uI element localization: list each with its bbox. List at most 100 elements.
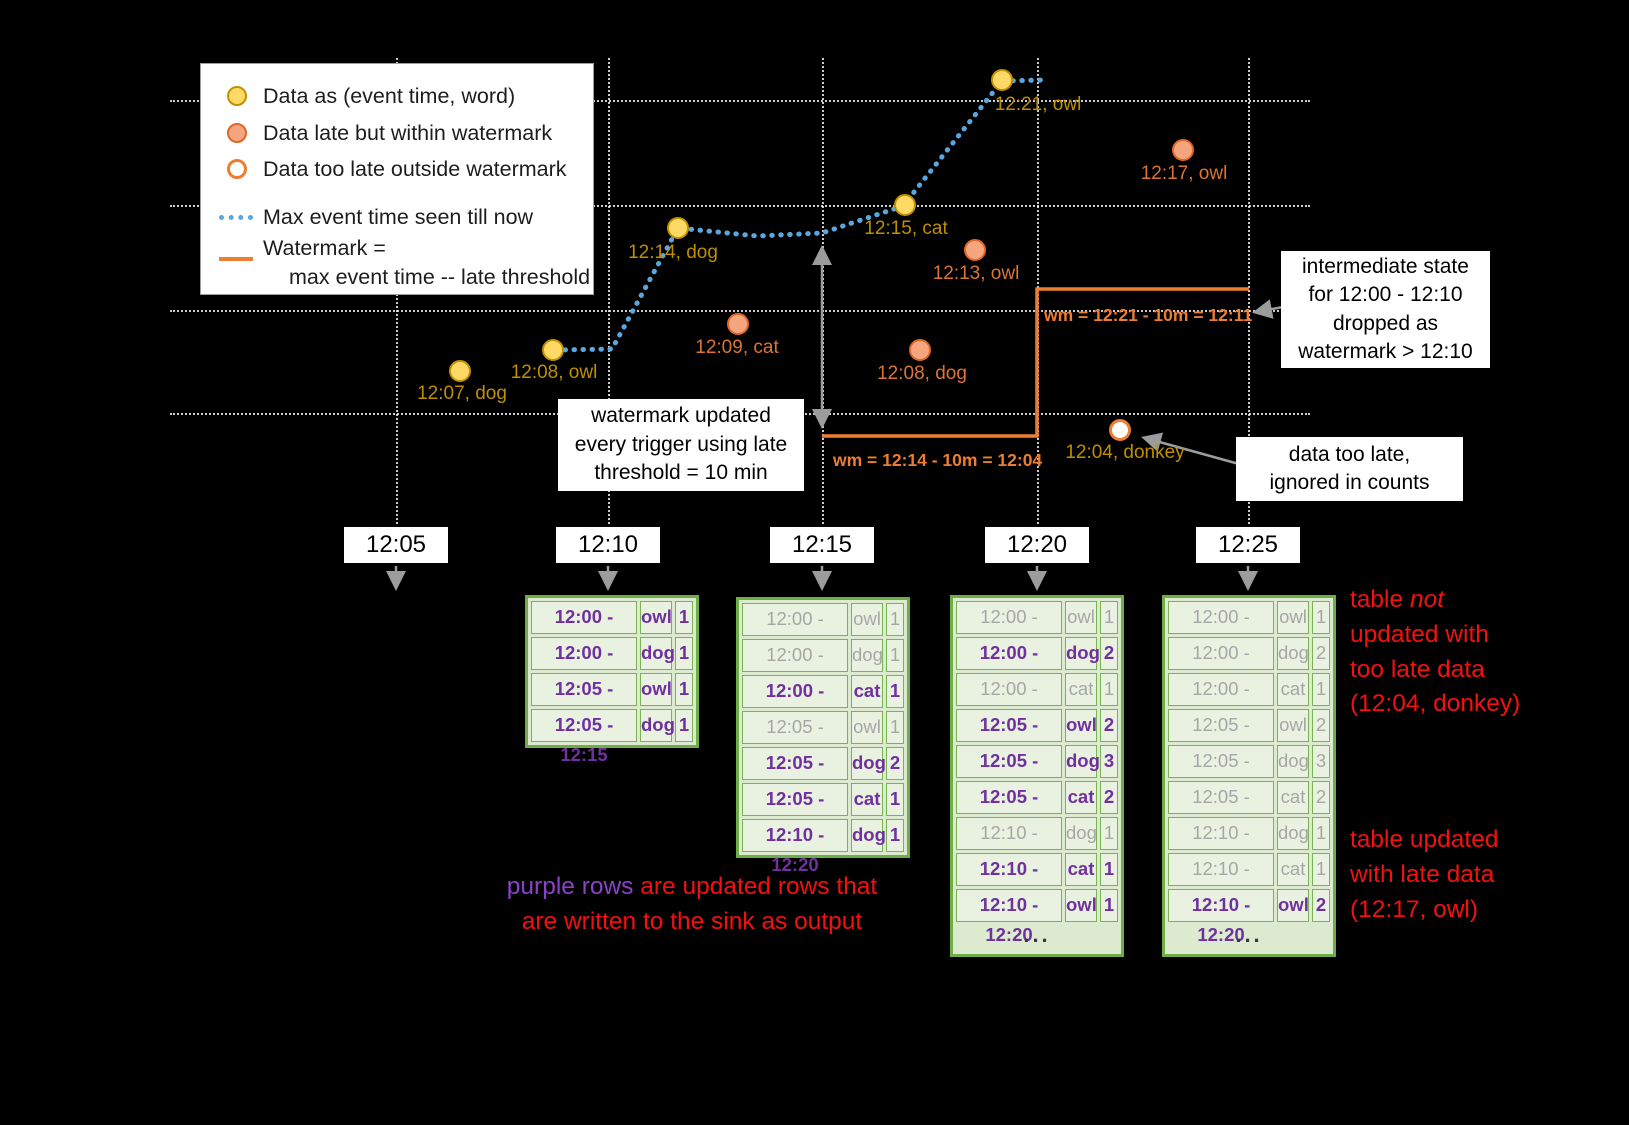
- data-point-label: 12:21, owl: [994, 94, 1082, 115]
- result-cell-count: 2: [1312, 889, 1330, 922]
- result-row: 12:00 - 12:10dog2: [956, 637, 1118, 693]
- result-cell-window: 12:10 - 12:20: [956, 817, 1062, 873]
- result-cell-window: 12:10 - 12:20: [1168, 853, 1274, 909]
- result-row: 12:00 - 12:10owl1: [1168, 601, 1330, 657]
- result-cell-window: 12:10 - 12:20: [956, 889, 1062, 945]
- event-time-gridline: [170, 310, 1310, 312]
- result-cell-window: 12:00 - 12:10: [531, 637, 637, 693]
- result-cell-word: cat: [1277, 853, 1309, 886]
- result-cell-word: dog: [640, 637, 675, 670]
- legend-label-watermark-2: max event time -- late threshold: [289, 265, 591, 289]
- result-cell-count: 1: [886, 639, 904, 672]
- result-cell-window: 12:05 - 12:15: [1168, 709, 1274, 765]
- result-cell-word: owl: [1065, 601, 1097, 634]
- note-table-not-updated-pre: table: [1350, 586, 1410, 613]
- result-row: 12:05 - 12:15dog3: [1168, 745, 1330, 801]
- result-cell-word: dog: [1065, 637, 1100, 670]
- result-cell-word: cat: [851, 675, 883, 708]
- result-cell-window: 12:05 - 12:15: [1168, 781, 1274, 837]
- result-cell-count: 1: [1312, 673, 1330, 706]
- result-table-1220: 12:00 - 12:10owl112:00 - 12:10dog212:00 …: [950, 595, 1124, 957]
- result-cell-count: 2: [886, 747, 904, 780]
- trigger-label-1225: 12:25: [1196, 527, 1300, 563]
- data-point-label: 12:15, cat: [864, 218, 948, 239]
- data-point: [1109, 419, 1131, 441]
- result-cell-word: owl: [1277, 889, 1309, 922]
- result-cell-window: 12:10 - 12:20: [956, 853, 1062, 909]
- result-cell-word: dog: [851, 747, 886, 780]
- result-cell-count: 1: [886, 819, 904, 852]
- result-cell-count: 2: [1100, 781, 1118, 814]
- result-cell-count: 1: [1100, 673, 1118, 706]
- result-cell-count: 1: [1312, 601, 1330, 634]
- result-cell-count: 1: [675, 673, 693, 706]
- note-purple-rows: purple rows are updated rows that are wr…: [494, 870, 890, 940]
- result-cell-window: 12:00 - 12:10: [742, 639, 848, 695]
- result-cell-window: 12:00 - 12:10: [742, 603, 848, 659]
- data-point: [991, 69, 1013, 91]
- data-point-label: 12:04, donkey: [1065, 442, 1185, 463]
- result-cell-count: 1: [1100, 889, 1118, 922]
- result-cell-count: 2: [1312, 709, 1330, 742]
- result-ellipsis: ...: [1235, 922, 1263, 947]
- result-cell-window: 12:05 - 12:15: [956, 781, 1062, 837]
- result-row: 12:00 - 12:10owl1: [531, 601, 693, 657]
- data-point: [542, 339, 564, 361]
- result-cell-window: 12:05 - 12:15: [742, 711, 848, 767]
- result-cell-count: 1: [1100, 817, 1118, 850]
- result-row: 12:05 - 12:15dog2: [742, 747, 904, 803]
- note-too-late-text: data too late, ignored in counts: [1269, 442, 1430, 494]
- result-cell-word: dog: [1277, 817, 1309, 850]
- data-point-label: 12:09, cat: [695, 337, 779, 358]
- result-cell-word: dog: [1277, 637, 1309, 670]
- result-row: 12:00 - 12:10dog1: [742, 639, 904, 695]
- result-cell-count: 2: [1100, 637, 1118, 670]
- result-cell-window: 12:05 - 12:15: [956, 745, 1062, 801]
- result-cell-count: 1: [886, 603, 904, 636]
- result-cell-count: 2: [1312, 637, 1330, 670]
- result-ellipsis: ...: [1023, 922, 1051, 947]
- result-row: 12:00 - 12:10cat1: [1168, 673, 1330, 729]
- data-point: [909, 339, 931, 361]
- result-row: 12:00 - 12:10cat1: [956, 673, 1118, 729]
- processing-time-gridline: [608, 58, 610, 524]
- result-cell-window: 12:00 - 12:10: [956, 601, 1062, 657]
- result-cell-count: 1: [1100, 853, 1118, 886]
- late-dot-icon: [227, 123, 247, 143]
- result-cell-word: owl: [1065, 889, 1097, 922]
- data-point: [727, 313, 749, 335]
- result-cell-window: 12:05 - 12:15: [531, 673, 637, 729]
- result-row: 12:05 - 12:15owl2: [956, 709, 1118, 765]
- note-too-late: data too late, ignored in counts: [1236, 437, 1463, 501]
- trigger-label-1220: 12:20: [985, 527, 1089, 563]
- result-cell-window: 12:00 - 12:10: [956, 673, 1062, 729]
- result-cell-count: 1: [1312, 853, 1330, 886]
- result-cell-count: 1: [1100, 601, 1118, 634]
- result-cell-count: 1: [886, 675, 904, 708]
- event-time-gridline: [170, 205, 1310, 207]
- watermark-formula-1: wm = 12:14 - 10m = 12:04: [833, 450, 1043, 470]
- note-watermark-updated: watermark updated every trigger using la…: [558, 399, 804, 491]
- result-cell-window: 12:00 - 12:10: [1168, 601, 1274, 657]
- data-point-label: 12:14, dog: [628, 242, 718, 263]
- result-cell-window: 12:10 - 12:20: [1168, 889, 1274, 945]
- legend-label-max-event-time: Max event time seen till now: [263, 205, 534, 229]
- trigger-label-1205: 12:05: [344, 527, 448, 563]
- result-cell-word: cat: [1065, 853, 1097, 886]
- result-cell-word: dog: [851, 819, 886, 852]
- result-row: 12:05 - 12:15dog3: [956, 745, 1118, 801]
- result-cell-word: owl: [1277, 601, 1309, 634]
- result-cell-count: 1: [886, 783, 904, 816]
- data-point-label: 12:08, owl: [510, 362, 598, 383]
- watermark-line-icon: [219, 257, 253, 261]
- data-point: [894, 194, 916, 216]
- note-table-not-updated-rest: updated with too late data (12:04, donke…: [1350, 620, 1521, 718]
- result-row: 12:00 - 12:10dog1: [531, 637, 693, 693]
- result-cell-count: 1: [675, 601, 693, 634]
- data-point: [667, 217, 689, 239]
